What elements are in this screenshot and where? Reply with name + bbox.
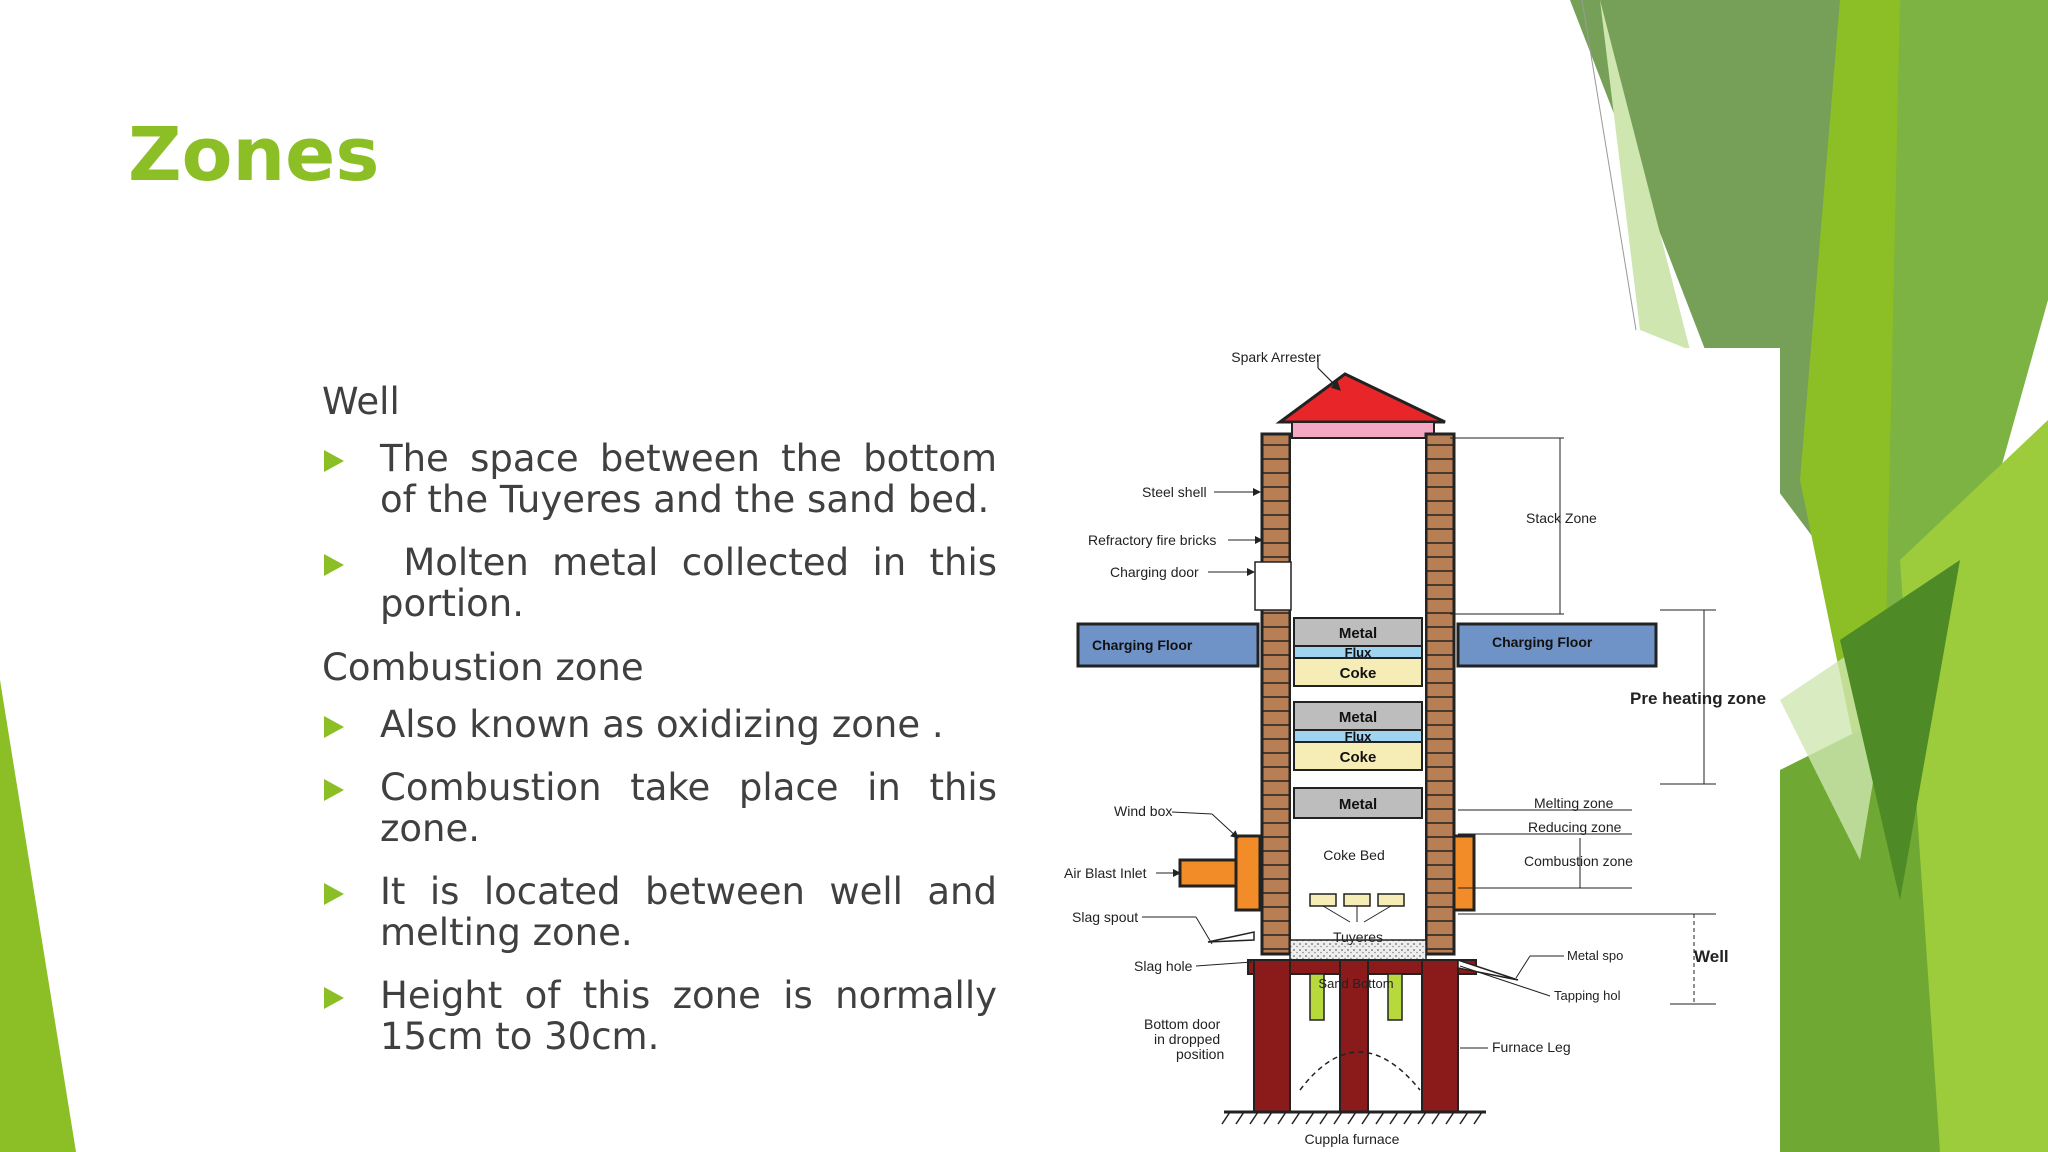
layer-label: Flux: [1345, 645, 1372, 660]
furnace-leg: [1253, 959, 1291, 1113]
bullet-text: It is located between well and melting z…: [380, 870, 997, 954]
bullet-item: It is located between well and melting z…: [322, 871, 997, 953]
label-stack-zone: Stack Zone: [1526, 510, 1597, 526]
bullet-item: The space between the bottom of the Tuye…: [322, 438, 997, 520]
label-well: Well: [1694, 947, 1729, 966]
label-combustion-zone: Combustion zone: [1524, 853, 1633, 869]
label-slag-hole: Slag hole: [1134, 958, 1193, 974]
label-coke-bed: Coke Bed: [1323, 847, 1384, 863]
bullet-arrow-icon: [324, 554, 344, 576]
label-preheating-zone: Pre heating zone: [1630, 689, 1766, 708]
slide-title: Zones: [128, 112, 380, 198]
layer-label: Metal: [1339, 625, 1377, 642]
bullet-item: Molten metal collected in this portion.: [322, 542, 997, 624]
air-blast-inlet: [1178, 858, 1238, 888]
bullet-item: Height of this zone is normally 15cm to …: [322, 975, 997, 1057]
label-tuyeres: Tuyeres: [1333, 929, 1383, 945]
spark-arrester-roof: [1275, 372, 1446, 424]
content-text: Well The space between the bottom of the…: [322, 380, 997, 1079]
charging-door: [1254, 561, 1292, 611]
label-tapping-hole: Tapping hol: [1554, 988, 1621, 1003]
bullet-item: Also known as oxidizing zone .: [322, 704, 997, 745]
label-bottom-door: Bottom door: [1144, 1016, 1221, 1032]
charge-layers: [1293, 617, 1423, 819]
left-wall: [1260, 432, 1292, 956]
wind-box-left: [1234, 834, 1262, 912]
label-melting-zone: Melting zone: [1534, 795, 1614, 811]
bullet-arrow-icon: [324, 883, 344, 905]
label-wind-box: Wind box: [1114, 803, 1172, 819]
bullet-arrow-icon: [324, 987, 344, 1009]
layer-label: Coke: [1340, 665, 1377, 682]
bullet-text: The space between the bottom of the Tuye…: [380, 437, 997, 521]
layer-label: Flux: [1345, 729, 1372, 744]
cupola-furnace-diagram: Metal Flux Coke Metal Flux Coke Metal: [1064, 349, 1766, 1147]
label-refractory: Refractory fire bricks: [1088, 532, 1216, 548]
label-furnace-leg: Furnace Leg: [1492, 1039, 1571, 1055]
label-charging-door: Charging door: [1110, 564, 1199, 580]
section-heading-combustion: Combustion zone: [322, 646, 644, 689]
wind-box-right: [1452, 834, 1476, 912]
label-air-blast-inlet: Air Blast Inlet: [1064, 865, 1147, 881]
diagram-caption: Cuppla furnace: [1305, 1131, 1400, 1147]
bullet-text: Height of this zone is normally 15cm to …: [380, 974, 997, 1058]
label-slag-spout: Slag spout: [1072, 909, 1138, 925]
bullet-text: Combustion take place in this zone.: [380, 766, 997, 850]
bullet-item: Combustion take place in this zone.: [322, 767, 997, 849]
label-sand-bottom: Sand Bottom: [1318, 976, 1393, 991]
layer-label: Metal: [1339, 796, 1377, 813]
label-steel-shell: Steel shell: [1142, 484, 1207, 500]
bottom-door: [1309, 973, 1325, 1021]
layer-label: Coke: [1340, 749, 1377, 766]
bullet-arrow-icon: [324, 716, 344, 738]
bullet-text: Also known as oxidizing zone .: [380, 703, 944, 746]
layer-label: Metal: [1339, 709, 1377, 726]
label-reducing-zone: Reducing zone: [1528, 819, 1622, 835]
bullet-arrow-icon: [324, 450, 344, 472]
label-charging-floor-right: Charging Floor: [1492, 634, 1593, 650]
label-spark-arrester: Spark Arrester: [1231, 349, 1321, 365]
right-wall: [1424, 432, 1456, 956]
label-bottom-door: in dropped: [1154, 1031, 1220, 1047]
label-charging-floor-left: Charging Floor: [1092, 637, 1193, 653]
label-bottom-door: position: [1176, 1046, 1224, 1062]
bullet-text: Molten metal collected in this portion.: [380, 541, 1009, 625]
bullet-arrow-icon: [324, 779, 344, 801]
label-metal-spout: Metal spo: [1567, 948, 1623, 963]
section-heading-well: Well: [322, 380, 400, 423]
